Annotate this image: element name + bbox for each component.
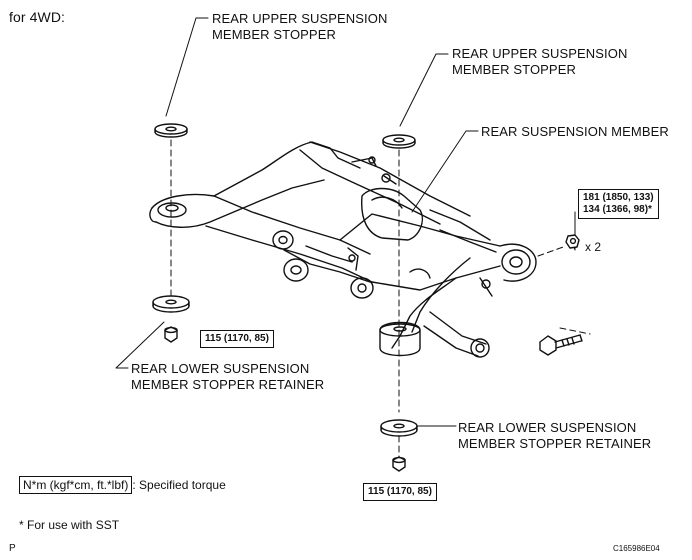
- callout-upper-stopper-right: REAR UPPER SUSPENSION MEMBER STOPPER: [452, 46, 627, 78]
- torque-unit-meaning: : Specified torque: [132, 478, 226, 492]
- torque-spec-left-nut: 115 (1170, 85): [200, 330, 274, 348]
- suspension-member-frame: [149, 141, 537, 358]
- bolt-quantity: x 2: [585, 240, 602, 254]
- torque-spec-bolt: 181 (1850, 133) 134 (1366, 98)*: [578, 189, 659, 219]
- callout-line-1: REAR LOWER SUSPENSION: [131, 361, 310, 376]
- callout-lower-retainer-left: REAR LOWER SUSPENSION MEMBER STOPPER RET…: [131, 361, 324, 393]
- figure-code: C165986E04: [613, 544, 660, 553]
- torque-value: 115 (1170, 85): [205, 333, 269, 344]
- torque-value: 115 (1170, 85): [368, 486, 432, 497]
- callout-line-1: REAR SUSPENSION MEMBER: [481, 124, 669, 139]
- callout-line-2: MEMBER STOPPER RETAINER: [458, 436, 652, 451]
- torque-value-b: 134 (1366, 98)*: [583, 204, 652, 215]
- callout-line-1: REAR UPPER SUSPENSION: [452, 46, 628, 61]
- callout-upper-stopper-left: REAR UPPER SUSPENSION MEMBER STOPPER: [212, 11, 387, 43]
- center-lines: [170, 139, 591, 459]
- callout-line-1: REAR LOWER SUSPENSION: [458, 420, 637, 435]
- torque-unit-key: N*m (kgf*cm, ft.*lbf): [19, 476, 133, 494]
- mounting-bolt: [539, 334, 583, 356]
- side-nut: [565, 234, 580, 249]
- callout-line-1: REAR UPPER SUSPENSION: [212, 11, 388, 26]
- sst-footnote: * For use with SST: [19, 518, 120, 532]
- torque-spec-bottom-nut: 115 (1170, 85): [363, 483, 437, 501]
- bottom-nut: [392, 456, 406, 472]
- callout-line-2: MEMBER STOPPER: [212, 27, 336, 42]
- callout-suspension-member: REAR SUSPENSION MEMBER: [481, 124, 669, 140]
- callout-line-2: MEMBER STOPPER: [452, 62, 576, 77]
- lower-stopper-right: [380, 419, 418, 437]
- upper-stopper-right: [382, 134, 416, 149]
- lower-stopper-left: [152, 295, 190, 313]
- callout-line-2: MEMBER STOPPER RETAINER: [131, 377, 325, 392]
- torque-legend: N*m (kgf*cm, ft.*lbf): Specified torque: [19, 476, 226, 494]
- left-nut: [164, 326, 178, 343]
- variant-label: for 4WD:: [9, 9, 66, 25]
- callout-lower-retainer-right: REAR LOWER SUSPENSION MEMBER STOPPER RET…: [458, 420, 651, 452]
- torque-value-a: 181 (1850, 133): [583, 192, 654, 203]
- leader-lines: [115, 17, 576, 427]
- upper-stopper-left: [154, 123, 188, 138]
- corner-letter: P: [9, 543, 16, 554]
